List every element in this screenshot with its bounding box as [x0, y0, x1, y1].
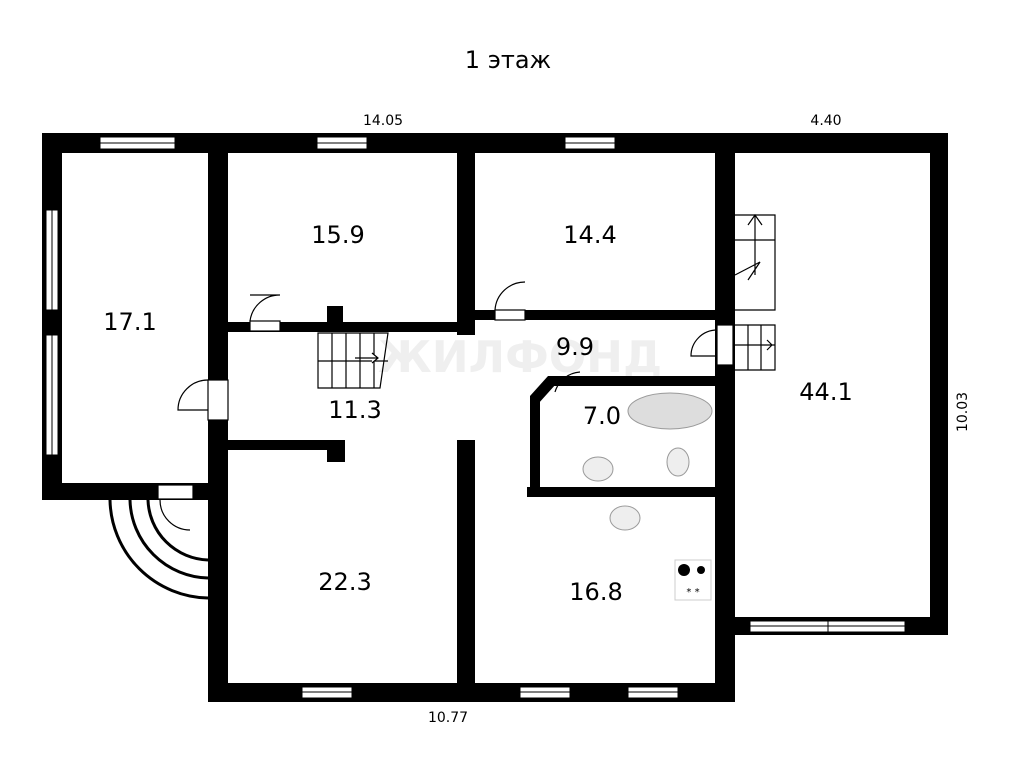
room-area-left: 17.1	[103, 308, 156, 336]
doors	[108, 281, 734, 600]
dimension-right: 10.03	[955, 392, 971, 432]
fixtures: * *	[582, 392, 713, 601]
windows	[45, 136, 906, 699]
room-area-hall: 11.3	[328, 396, 381, 424]
room-area-top-1: 15.9	[311, 221, 364, 249]
room-area-large: 44.1	[799, 378, 852, 406]
svg-text:* *: * *	[686, 587, 699, 598]
floor-title: 1 этаж	[465, 46, 551, 74]
room-area-bottom-left: 22.3	[318, 568, 371, 596]
room-area-corridor: 9.9	[556, 333, 594, 361]
stairs	[317, 213, 776, 389]
room-areas: 17.1 15.9 14.4 9.9 11.3 7.0 44.1 22.3 16…	[103, 221, 852, 606]
sink-icon	[582, 456, 614, 482]
dimension-top-left: 14.05	[363, 113, 403, 129]
walls	[42, 133, 948, 702]
watermark: ЖИЛФОНД	[378, 332, 662, 383]
room-area-kitchen: 16.8	[569, 578, 622, 606]
kitchen-sink-icon	[609, 505, 641, 531]
dimension-top-right: 4.40	[810, 113, 841, 129]
bathtub-icon	[627, 392, 713, 430]
dimension-bottom: 10.77	[428, 710, 468, 726]
toilet-icon	[666, 447, 690, 477]
room-area-bathroom: 7.0	[583, 402, 621, 430]
room-area-top-2: 14.4	[563, 221, 616, 249]
stove-icon: * *	[674, 559, 712, 601]
